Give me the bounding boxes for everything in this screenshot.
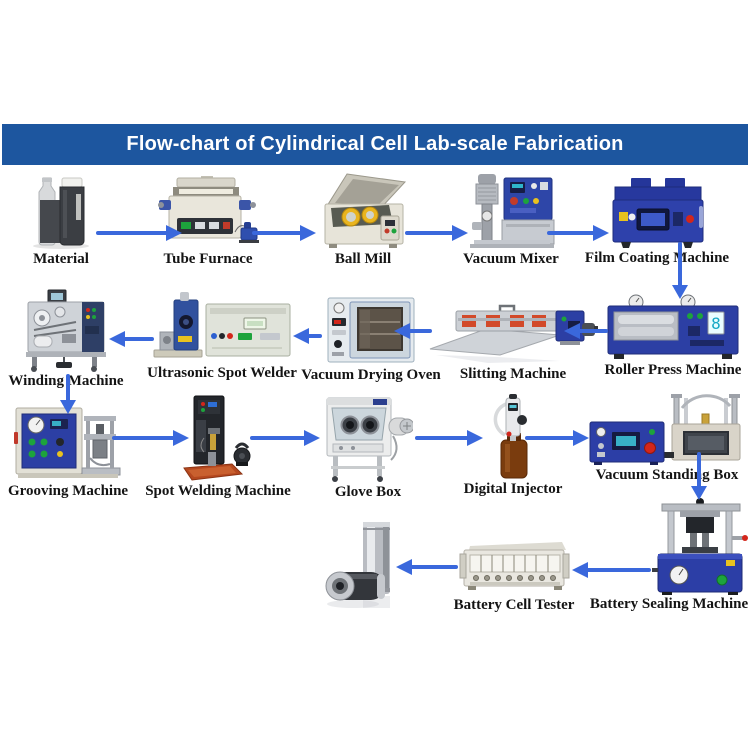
node-label: Tube Furnace: [163, 251, 253, 267]
node-finished-cells: [322, 512, 402, 614]
node-label: Ball Mill: [334, 251, 392, 267]
arrow-glove-box-to-digital-injector: [415, 430, 483, 446]
node-label: Roller Press Machine: [604, 362, 742, 378]
node-label: Vacuum Mixer: [463, 251, 559, 267]
arrow-roller-press-to-slitting: [564, 323, 608, 339]
arrow-digital-injector-to-vacuum-standing: [525, 430, 589, 446]
vacuum-mixer-image: [464, 170, 558, 250]
node-label: Digital Injector: [463, 481, 563, 497]
node-ultrasonic-spot-welder: Ultrasonic Spot Welder: [145, 292, 299, 381]
arrow-ball-mill-to-vacuum-mixer: [405, 225, 468, 241]
node-label: Battery Sealing Machine: [589, 596, 749, 612]
arrow-tube-furnace-to-ball-mill: [252, 225, 316, 241]
node-winding-machine: Winding Machine: [8, 286, 124, 389]
node-label: Film Coating Machine: [584, 250, 730, 266]
film-coating-machine-image: [607, 178, 707, 249]
cylindrical-cells-image: [323, 512, 401, 612]
node-label: Spot Welding Machine: [145, 483, 291, 499]
node-vacuum-standing-box: Vacuum Standing Box: [586, 394, 748, 483]
tube-furnace-image: [157, 176, 259, 250]
node-label: Slitting Machine: [459, 366, 567, 382]
node-label: Vacuum Standing Box: [595, 467, 739, 483]
node-slitting-machine: Slitting Machine: [428, 303, 598, 382]
arrow-slitting-to-vacuum-drying-oven: [394, 323, 432, 339]
roller-press-machine-image: 8: [604, 294, 742, 361]
node-vacuum-mixer: Vacuum Mixer: [451, 170, 571, 267]
arrow-battery-sealing-to-cell-tester: [572, 562, 651, 578]
ultrasonic-spot-welder-image: [152, 292, 292, 364]
node-grooving-machine: Grooving Machine: [7, 404, 129, 499]
node-label: Glove Box: [334, 484, 402, 500]
svg-text:8: 8: [711, 314, 721, 333]
node-material: Material: [15, 170, 107, 267]
node-label: Grooving Machine: [7, 483, 129, 499]
node-roller-press-machine: 8 Roller Press Machine: [598, 294, 748, 378]
arrow-vacuum-standing-to-battery-sealing: [691, 452, 707, 500]
node-digital-injector: Digital Injector: [461, 394, 565, 497]
node-vacuum-drying-oven: Vacuum Drying Oven: [301, 296, 441, 383]
digital-injector-image: [492, 394, 534, 480]
node-label: Material: [33, 251, 89, 267]
arrow-grooving-to-spot-welding: [112, 430, 189, 446]
material-bottles-image: [29, 170, 93, 250]
node-tube-furnace: Tube Furnace: [150, 176, 266, 267]
glove-box-image: [323, 392, 413, 483]
winding-machine-image: [22, 286, 110, 372]
arrow-cell-tester-to-finished-cells: [396, 559, 458, 575]
ball-mill-image: [317, 170, 410, 250]
arrow-material-to-tube-furnace: [96, 225, 182, 241]
battery-sealing-machine-image: [652, 498, 748, 595]
arrow-vacuum-drying-oven-to-ultrasonic: [293, 328, 322, 344]
node-glove-box: Glove Box: [317, 392, 419, 500]
arrow-spot-welding-to-glove-box: [250, 430, 320, 446]
node-label: Battery Cell Tester: [453, 597, 575, 613]
arrow-ultrasonic-to-winding: [109, 331, 154, 347]
node-film-coating-machine: Film Coating Machine: [585, 178, 729, 266]
spot-welding-machine-image: [178, 394, 258, 482]
vacuum-standing-box-image: [588, 394, 746, 466]
arrow-winding-to-grooving: [60, 374, 76, 414]
vacuum-drying-oven-image: [324, 296, 418, 366]
node-battery-sealing-machine: Battery Sealing Machine: [589, 498, 749, 612]
battery-cell-tester-image: [458, 538, 571, 596]
arrow-film-coating-to-roller-press: [672, 242, 688, 299]
title-banner: Flow-chart of Cylindrical Cell Lab-scale…: [2, 124, 748, 165]
node-battery-cell-tester: Battery Cell Tester: [448, 538, 580, 613]
node-label: Vacuum Drying Oven: [301, 367, 441, 383]
node-ball-mill: Ball Mill: [315, 170, 411, 267]
grooving-machine-image: [13, 404, 123, 482]
node-label: Ultrasonic Spot Welder: [147, 365, 297, 381]
node-spot-welding-machine: Spot Welding Machine: [145, 394, 291, 499]
arrow-vacuum-mixer-to-film-coating: [547, 225, 609, 241]
page-title: Flow-chart of Cylindrical Cell Lab-scale…: [126, 133, 624, 155]
